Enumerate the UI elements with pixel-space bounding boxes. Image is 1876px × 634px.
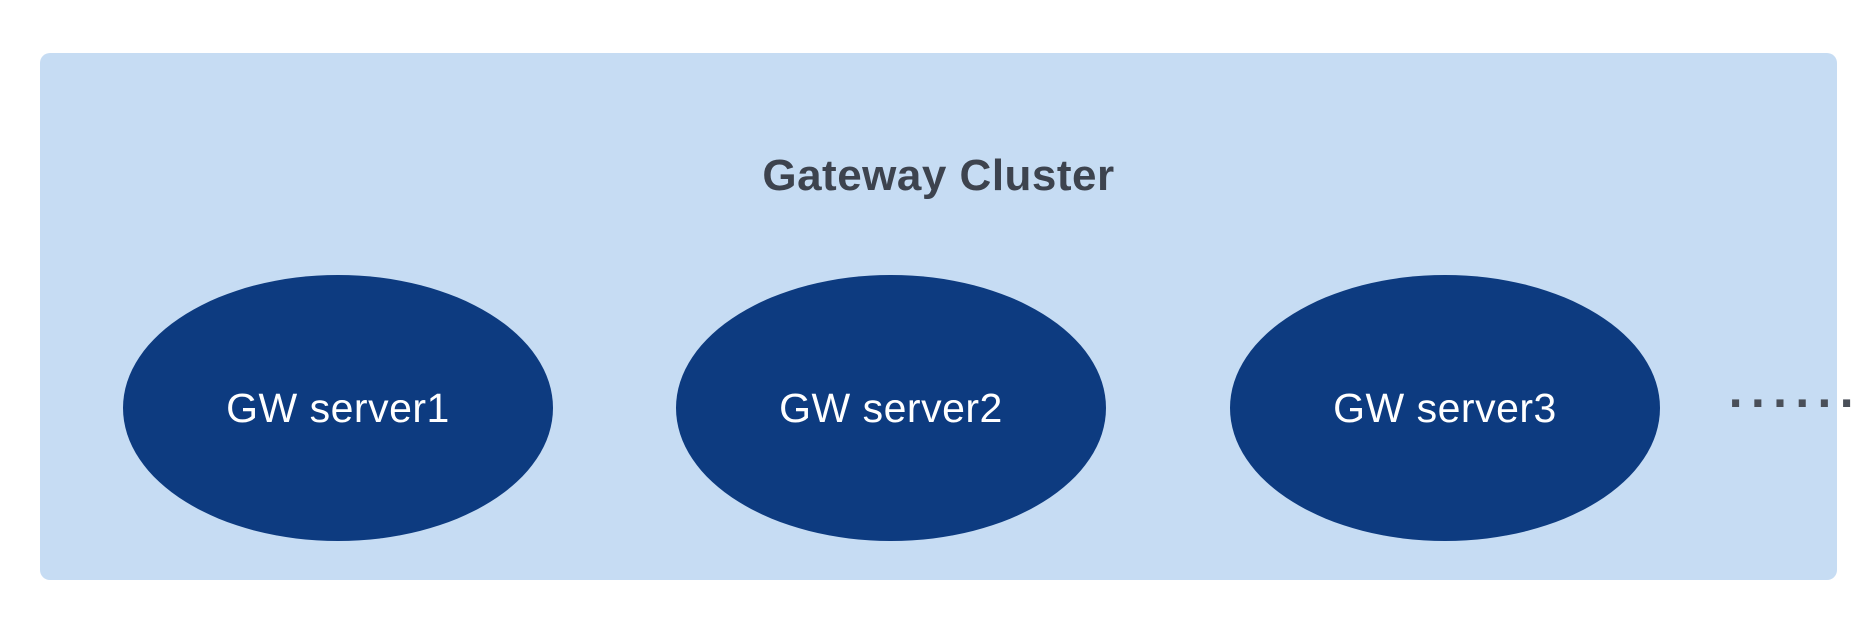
gw-server2-label: GW server2 xyxy=(779,384,1003,431)
cluster-title: Gateway Cluster xyxy=(762,151,1115,200)
more-servers-ellipsis: ...... xyxy=(1728,371,1862,417)
gw-server3-node: GW server3 xyxy=(1230,275,1660,541)
gw-server3-label: GW server3 xyxy=(1333,384,1557,431)
gateway-cluster-panel: Gateway Cluster GW server1 GW server2 GW… xyxy=(40,53,1854,580)
gw-server2-node: GW server2 xyxy=(676,275,1106,541)
gw-server1-label: GW server1 xyxy=(226,384,450,431)
gw-server1-node: GW server1 xyxy=(123,275,553,541)
